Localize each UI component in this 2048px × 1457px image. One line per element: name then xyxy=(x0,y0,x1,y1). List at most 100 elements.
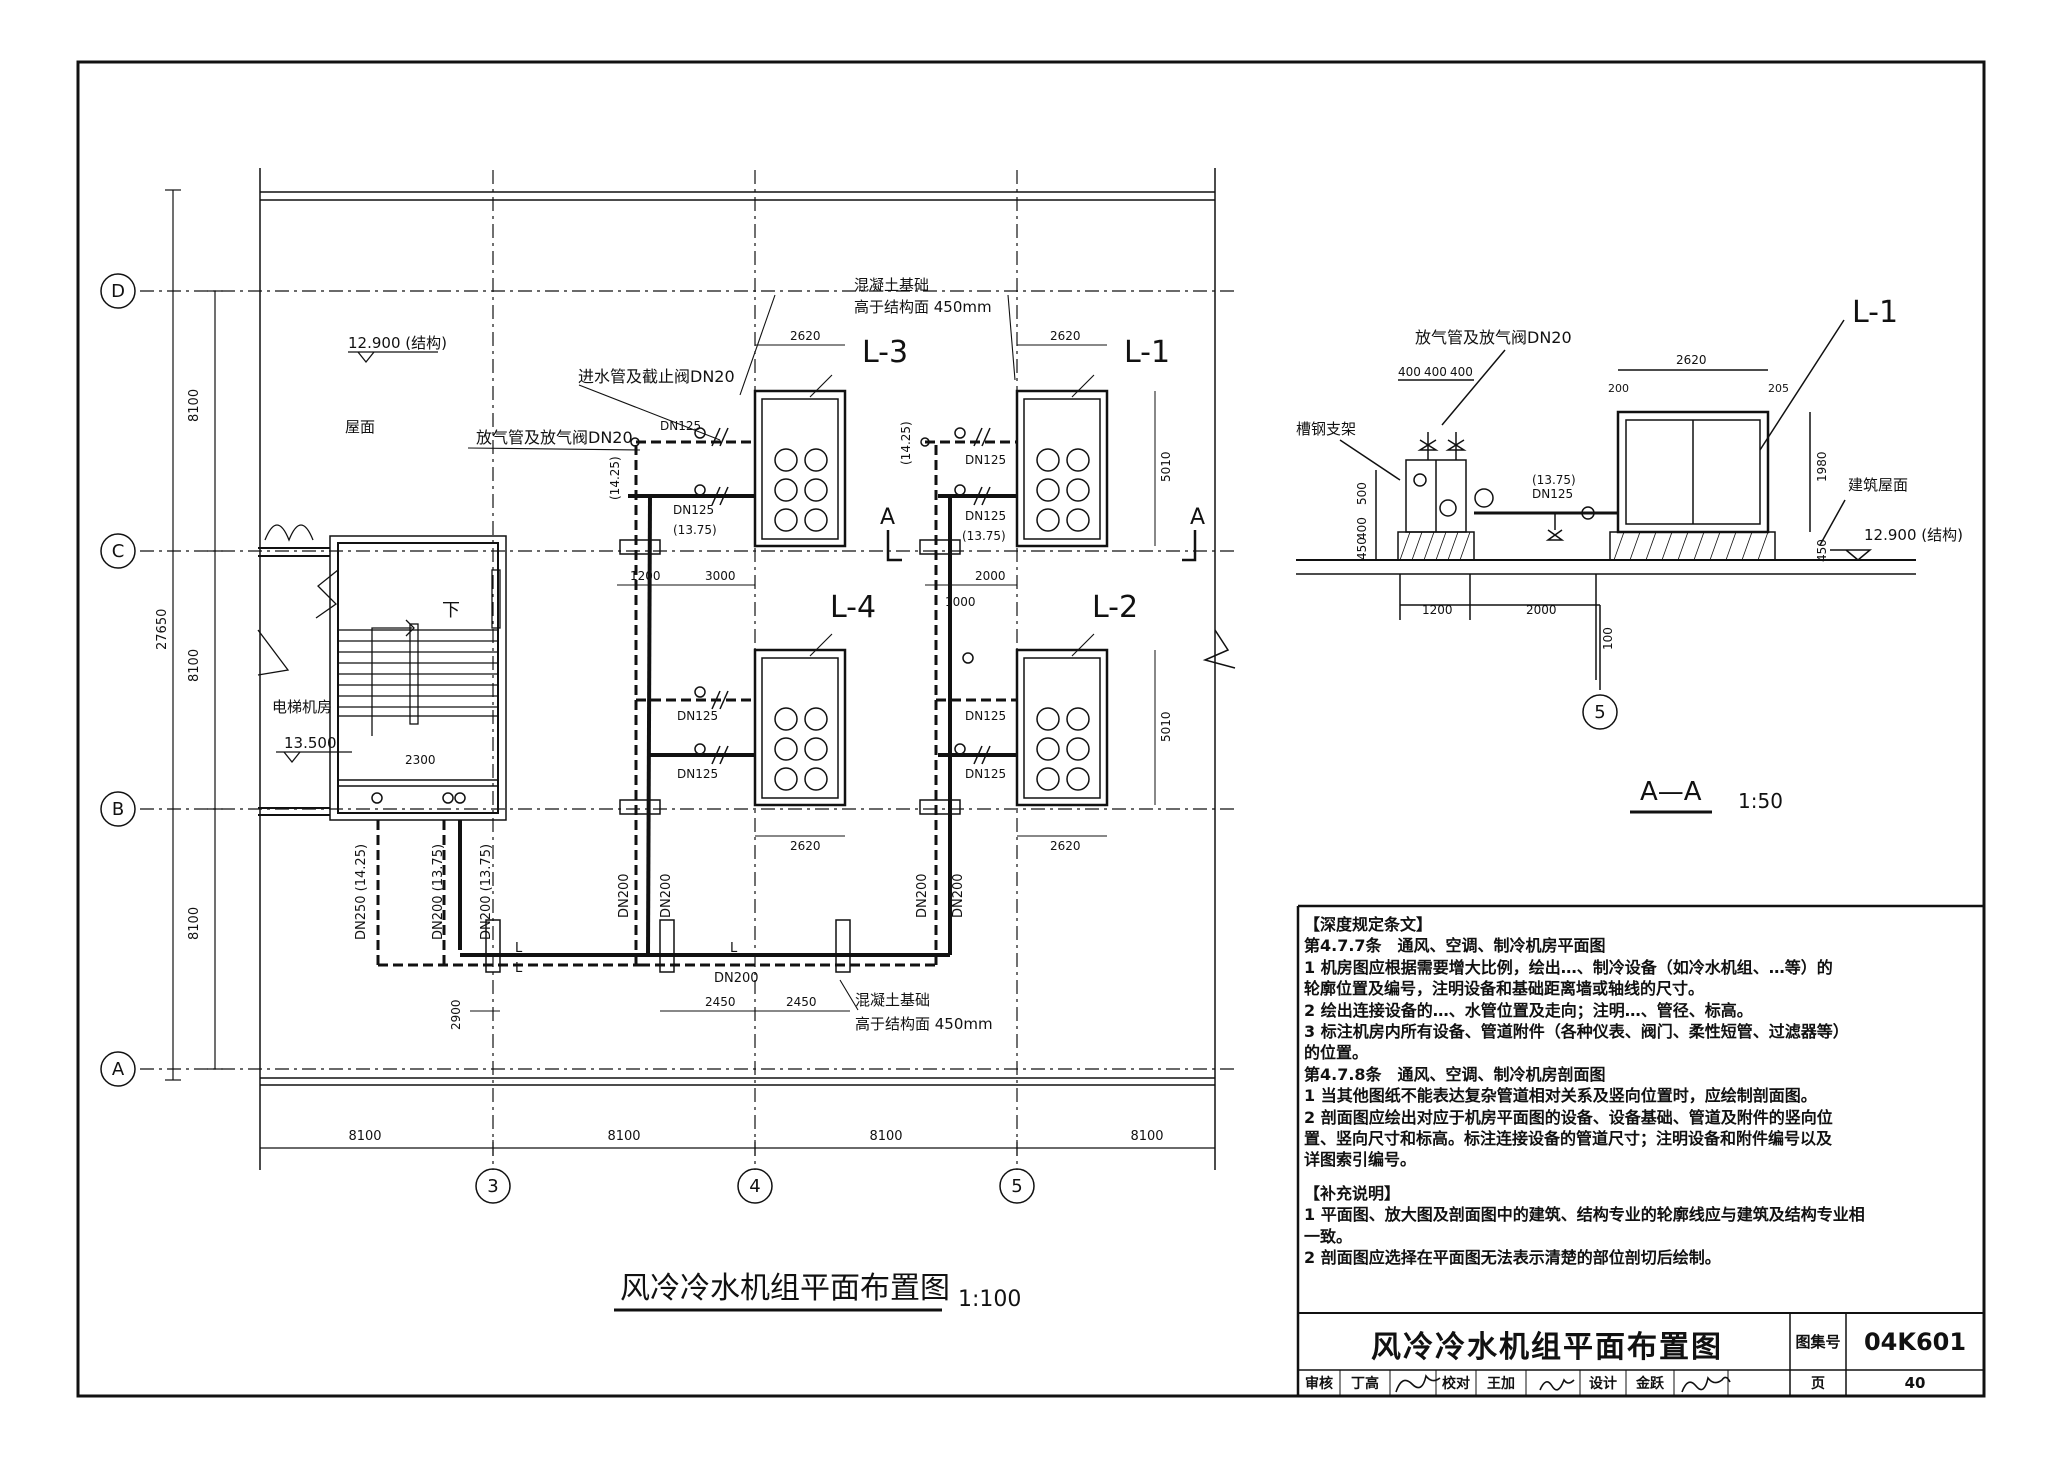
section-vent-note: 放气管及放气阀DN20 xyxy=(1415,328,1572,347)
pipe-elev-4: (14.25) xyxy=(899,421,913,465)
dim-5010-a: 5010 xyxy=(1159,451,1173,482)
inlet-note: 进水管及截止阀DN20 xyxy=(578,367,735,386)
section-dim-500: 500 xyxy=(1355,482,1369,505)
notes-line-6: 的位置。 xyxy=(1304,1043,1369,1063)
section-dim-205: 205 xyxy=(1768,382,1789,395)
sheet-border xyxy=(76,60,1986,1398)
fan-circles xyxy=(774,448,1090,791)
section-channel-label: 槽钢支架 xyxy=(1296,420,1356,438)
axis-label-5: 5 xyxy=(1011,1176,1022,1197)
axis-bubble-3 xyxy=(475,1168,511,1204)
pipe-dn200-v6: DN200 xyxy=(951,873,966,918)
axis-label-D: D xyxy=(111,281,125,302)
section-dim-1980: 1980 xyxy=(1815,451,1829,482)
plan-scale: 1:100 xyxy=(958,1287,1021,1312)
stair-direction: 下 xyxy=(442,600,460,621)
pipe-dn125-7: DN125 xyxy=(965,709,1006,723)
pipe-elev-1: (13.75) xyxy=(673,523,717,537)
base-note-top-1: 混凝土基础 xyxy=(854,276,929,294)
roof-elevation: 12.900 (结构) xyxy=(348,334,447,352)
atlas-label: 图集号 xyxy=(1795,1333,1841,1351)
notes-line-9: 2 剖面图应绘出对应于机房平面图的设备、设备基础、管道及附件的竖向位 xyxy=(1304,1107,1833,1127)
section-title: A—A xyxy=(1640,777,1702,807)
section-dim-400b: 400 xyxy=(1424,365,1447,379)
pipe-dn125-2: DN125 xyxy=(673,503,714,517)
base-note-top-2: 高于结构面 450mm xyxy=(854,298,992,316)
axis-label-B: B xyxy=(112,799,124,820)
axis-bubble-A xyxy=(100,1051,136,1087)
notes-line-10: 置、竖向尺寸和标高。标注连接设备的管道尺寸；注明设备和附件编号以及 xyxy=(1304,1129,1833,1149)
total-dim: 27650 xyxy=(155,609,170,650)
page-number: 40 xyxy=(1904,1374,1926,1392)
dim-3000: 3000 xyxy=(705,569,736,583)
notes-line-2: 1 机房图应根据需要增大比例，绘出…、制冷设备（如冷水机组、…等）的 xyxy=(1304,957,1833,977)
notes-line-11: 详图索引编号。 xyxy=(1304,1150,1417,1170)
dim-2620-a: 2620 xyxy=(790,329,821,343)
axis-label-C: C xyxy=(112,541,125,562)
unit-label-L2: L-2 xyxy=(1092,590,1138,625)
leader-lines xyxy=(467,294,1095,1011)
chiller-L1 xyxy=(1015,389,1109,548)
reviewer-name: 丁高 xyxy=(1351,1376,1379,1392)
section-dim-100: 100 xyxy=(1601,627,1615,650)
notes-line-1: 第4.7.7条 通风、空调、制冷机房平面图 xyxy=(1304,936,1606,956)
plan-title: 风冷冷水机组平面布置图 xyxy=(620,1271,950,1306)
pipe-dn200-v5: DN200 xyxy=(915,873,930,918)
axis-label-4: 4 xyxy=(749,1176,760,1197)
break-mark xyxy=(1202,629,1236,669)
signatures xyxy=(1395,1374,1731,1393)
axis-label-3: 3 xyxy=(487,1176,498,1197)
bay-dim-2: 8100 xyxy=(607,1129,640,1144)
notes-line-5: 3 标注机房内所有设备、管道附件（各种仪表、阀门、柔性短管、过滤器等） xyxy=(1304,1022,1849,1042)
base-note-bottom-2: 高于结构面 450mm xyxy=(855,1015,993,1033)
axis-bubble-4 xyxy=(737,1168,773,1204)
pipe-dn125-5: DN125 xyxy=(677,709,718,723)
bottom-dimensions xyxy=(260,1140,1215,1156)
axis-label-A: A xyxy=(112,1059,125,1080)
section-dim-2000: 2000 xyxy=(1526,603,1557,617)
pipe-L-3: L xyxy=(730,941,738,956)
section-mark-right: A xyxy=(1190,505,1205,530)
section-dim-200: 200 xyxy=(1608,382,1629,395)
pipe-dn200-main: DN200 xyxy=(714,971,759,986)
section-chiller-body xyxy=(1616,410,1770,534)
pipe-dn125-8: DN125 xyxy=(965,767,1006,781)
review-label: 审核 xyxy=(1305,1376,1333,1392)
left-dimensions xyxy=(165,189,223,1081)
section-base-left xyxy=(1397,531,1475,561)
notes-panel: 【深度规定条文】 第4.7.7条 通风、空调、制冷机房平面图 1 机房图应根据需… xyxy=(1304,914,1968,1290)
base-note-bottom-1: 混凝土基础 xyxy=(855,991,930,1009)
unit-label-L3: L-3 xyxy=(862,335,908,370)
unit-label-L4: L-4 xyxy=(830,590,876,625)
pipe-elev-3: (13.75) xyxy=(962,529,1006,543)
axis-lines xyxy=(140,170,1235,1170)
atlas-number: 04K601 xyxy=(1863,1327,1967,1356)
notes-frame xyxy=(1296,904,1984,1396)
axis-bubble-5 xyxy=(999,1168,1035,1204)
pipe-dn200-v2: DN200 (13.75) xyxy=(479,844,494,940)
section-dim-400v: 400 xyxy=(1355,517,1369,540)
dim-2300: 2300 xyxy=(405,753,436,767)
dim-1200: 1200 xyxy=(630,569,661,583)
unit-dimensions xyxy=(470,344,1156,1012)
row-dim-2: 8100 xyxy=(187,649,202,682)
section-dim-450r: 450 xyxy=(1815,539,1829,562)
section-dim-2620: 2620 xyxy=(1676,353,1707,367)
notes-heading-2: 【补充说明】 xyxy=(1304,1183,1401,1203)
roof-edges xyxy=(259,168,1216,1170)
section-valve-1 xyxy=(1413,473,1427,487)
section-scale: 1:50 xyxy=(1738,789,1783,813)
supply-pipes xyxy=(458,494,1017,957)
lift-room-label: 电梯机房 xyxy=(272,698,332,716)
dim-2000: 2000 xyxy=(975,569,1006,583)
row-dim-1: 8100 xyxy=(187,389,202,422)
notes-line-3: 轮廓位置及编号，注明设备和基础距离墙或轴线的尺寸。 xyxy=(1304,979,1705,999)
dim-2620-b: 2620 xyxy=(1050,329,1081,343)
pipe-L-1: L xyxy=(515,941,523,956)
dim-2620-d: 2620 xyxy=(1050,839,1081,853)
checker-name: 王加 xyxy=(1487,1376,1515,1392)
pipe-elev-2: (14.25) xyxy=(608,456,622,500)
section-cut-marks xyxy=(886,530,1197,562)
section-dim-400c: 400 xyxy=(1450,365,1473,379)
section-labels: L-1 放气管及放气阀DN20 槽钢支架 (13.75) DN125 建筑屋面 … xyxy=(1296,295,1963,813)
